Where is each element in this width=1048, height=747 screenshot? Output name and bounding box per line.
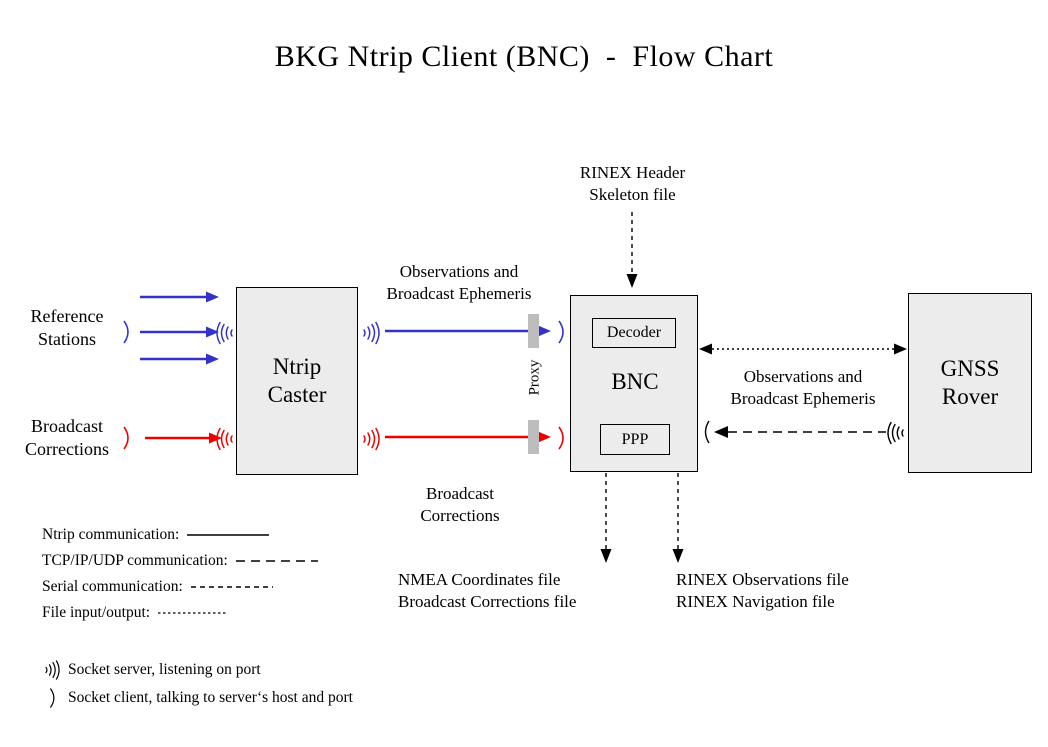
file-output-arrow-nmea (596, 473, 616, 570)
ntrip-caster-label: Ntrip Caster (267, 353, 327, 407)
socket-client-icon (120, 424, 136, 457)
legend-sample-medium-dash (190, 578, 273, 596)
bnc-decoder-box[interactable]: Decoder (592, 318, 676, 348)
rinex-header-skeleton-label: RINEX Header Skeleton file (579, 163, 686, 205)
correction-arrow-caster-to-bnc (385, 428, 553, 451)
socket-server-icon (213, 424, 235, 459)
broadcast-corrections-source-label: Broadcast Corrections (25, 416, 109, 460)
node-ntrip-caster[interactable]: Ntrip Caster (236, 287, 358, 475)
legend-label-ntrip: Ntrip communication: (42, 526, 180, 543)
page-title: BKG Ntrip Client (BNC) - Flow Chart (274, 40, 774, 73)
socket-client-icon (556, 318, 572, 351)
legend-row-socket-server: Socket server, listening on port (38, 657, 261, 683)
serial-arrow-bnc-rover (698, 340, 908, 363)
broadcast-corrections-mid-label: Broadcast Corrections (420, 484, 500, 526)
nmea-output-label: NMEA Coordinates file Broadcast Correcti… (398, 570, 577, 612)
legend-row-ntrip: Ntrip communication: (42, 526, 270, 544)
ntrip-arrow-reference-3 (140, 350, 220, 373)
ntrip-arrow-reference-2 (140, 323, 220, 346)
tcpip-arrow-rover-to-bnc (714, 423, 886, 446)
bnc-ppp-label: PPP (621, 430, 649, 448)
socket-server-icon (213, 318, 235, 353)
socket-server-icon (361, 424, 383, 459)
gnss-rover-label: GNSS Rover (940, 355, 1000, 409)
observations-ephemeris-right-label: Observations and Broadcast Ephemeris (730, 367, 876, 409)
legend-label-socket-server: Socket server, listening on port (68, 661, 261, 678)
legend-label-serial: Serial communication: (42, 578, 183, 595)
socket-client-icon (556, 424, 572, 457)
socket-client-icon (38, 685, 68, 711)
socket-server-icon (38, 657, 68, 683)
proxy-label: Proxy (526, 359, 543, 395)
file-input-arrow-skeleton (622, 212, 642, 295)
legend-row-file-io: File input/output: (42, 604, 229, 622)
reference-stations-label: Reference Stations (30, 306, 104, 350)
bnc-decoder-label: Decoder (606, 324, 662, 341)
legend-sample-fine-dot (158, 604, 229, 622)
socket-client-icon (700, 418, 714, 451)
node-bnc[interactable]: Decoder BNC PPP (570, 295, 698, 472)
socket-server-icon (884, 418, 906, 453)
rinex-output-label: RINEX Observations file RINEX Navigation… (676, 570, 849, 612)
legend-label-file-io: File input/output: (42, 604, 151, 621)
legend-row-socket-client: Socket client, talking to server‘s host … (38, 685, 353, 711)
legend-sample-long-dash (235, 552, 318, 570)
proxy-bar-lower (528, 420, 539, 454)
ntrip-arrow-caster-to-bnc (385, 322, 553, 345)
file-output-arrow-rinex (668, 473, 688, 570)
legend-label-tcpip: TCP/IP/UDP communication: (42, 552, 228, 569)
observations-ephemeris-left-label: Observations and Broadcast Ephemeris (386, 262, 532, 304)
bnc-label: BNC (611, 369, 659, 394)
ntrip-arrow-reference-1 (140, 288, 220, 311)
legend-label-socket-client: Socket client, talking to server‘s host … (68, 689, 353, 706)
bnc-ppp-box[interactable]: PPP (600, 424, 670, 455)
proxy-bar-upper (528, 314, 539, 348)
legend-row-serial: Serial communication: (42, 578, 273, 596)
legend-sample-solid (187, 526, 270, 544)
legend-row-tcpip: TCP/IP/UDP communication: (42, 552, 318, 570)
correction-arrow-to-caster (145, 429, 223, 452)
socket-server-icon (361, 318, 383, 353)
socket-client-icon (120, 318, 136, 351)
node-gnss-rover[interactable]: GNSS Rover (908, 293, 1032, 473)
